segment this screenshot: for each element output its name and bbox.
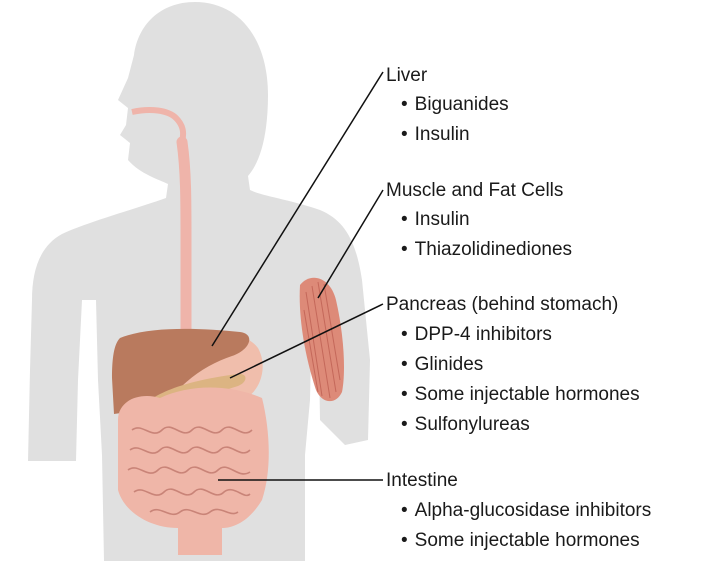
label-liver-item: Biguanides [401, 94, 509, 116]
label-intestine-heading: Intestine [386, 470, 458, 492]
label-intestine-item: Alpha-glucosidase inhibitors [401, 500, 651, 522]
label-pancreas-item: Some injectable hormones [401, 384, 640, 406]
label-pancreas-item: Glinides [401, 354, 483, 376]
label-muscle-heading: Muscle and Fat Cells [386, 180, 563, 202]
label-muscle-item: Insulin [401, 209, 470, 231]
label-liver-item: Insulin [401, 124, 470, 146]
label-pancreas-item: DPP-4 inhibitors [401, 324, 552, 346]
label-muscle-item: Thiazolidinediones [401, 239, 572, 261]
label-intestine-item: Some injectable hormones [401, 530, 640, 552]
label-liver-heading: Liver [386, 65, 427, 87]
label-pancreas-item: Sulfonylureas [401, 414, 530, 436]
label-pancreas-heading: Pancreas (behind stomach) [386, 294, 618, 316]
